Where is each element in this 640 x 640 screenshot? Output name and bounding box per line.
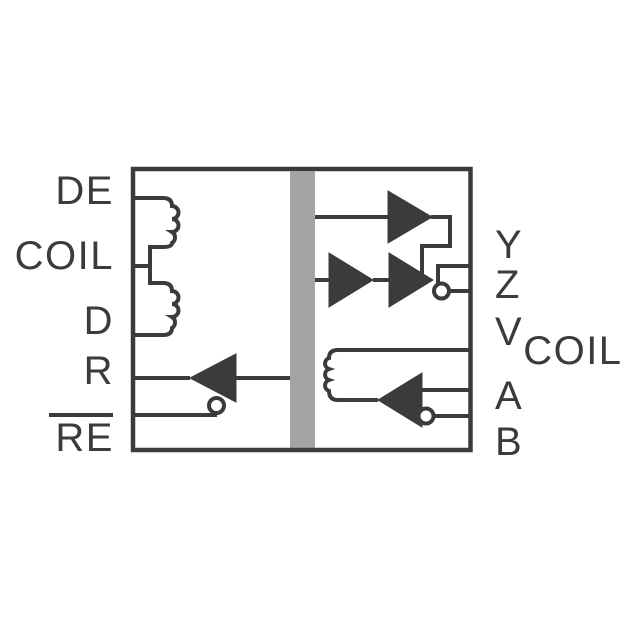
pin-label-y: Y — [495, 223, 524, 267]
bus-receiver-buffer-icon — [377, 372, 423, 428]
receiver-buffer-icon — [188, 353, 237, 403]
pin-label-b: B — [495, 420, 524, 464]
pin-label-vcoil: VCOIL — [495, 310, 623, 371]
pin-label-v-subscript: COIL — [523, 329, 623, 373]
top-driver-buffer-icon — [387, 190, 433, 244]
driver-buffer-stage2-icon — [388, 252, 434, 308]
re-overline — [49, 413, 113, 417]
pin-label-d: D — [83, 299, 114, 343]
b-inversion-bubble-icon — [416, 406, 436, 426]
pin-label-de: DE — [55, 169, 114, 213]
y-output-wire — [436, 264, 471, 284]
pin-label-a: A — [495, 374, 524, 418]
receiver-enable-bubble-icon — [207, 396, 226, 415]
driver-buffer-stage1-icon — [328, 252, 374, 308]
pin-label-coil: COIL — [14, 234, 114, 278]
top-driver-output-wire — [420, 215, 452, 274]
pin-label-v-main: V — [495, 310, 524, 354]
pin-label-r: R — [83, 349, 114, 393]
secondary-coil-icon — [323, 348, 471, 402]
block-outline — [130, 166, 473, 453]
isolation-barrier-icon — [290, 171, 315, 449]
z-inversion-bubble-icon — [432, 281, 451, 301]
pin-label-re: RE — [55, 416, 114, 460]
pin-label-z: Z — [495, 263, 521, 307]
